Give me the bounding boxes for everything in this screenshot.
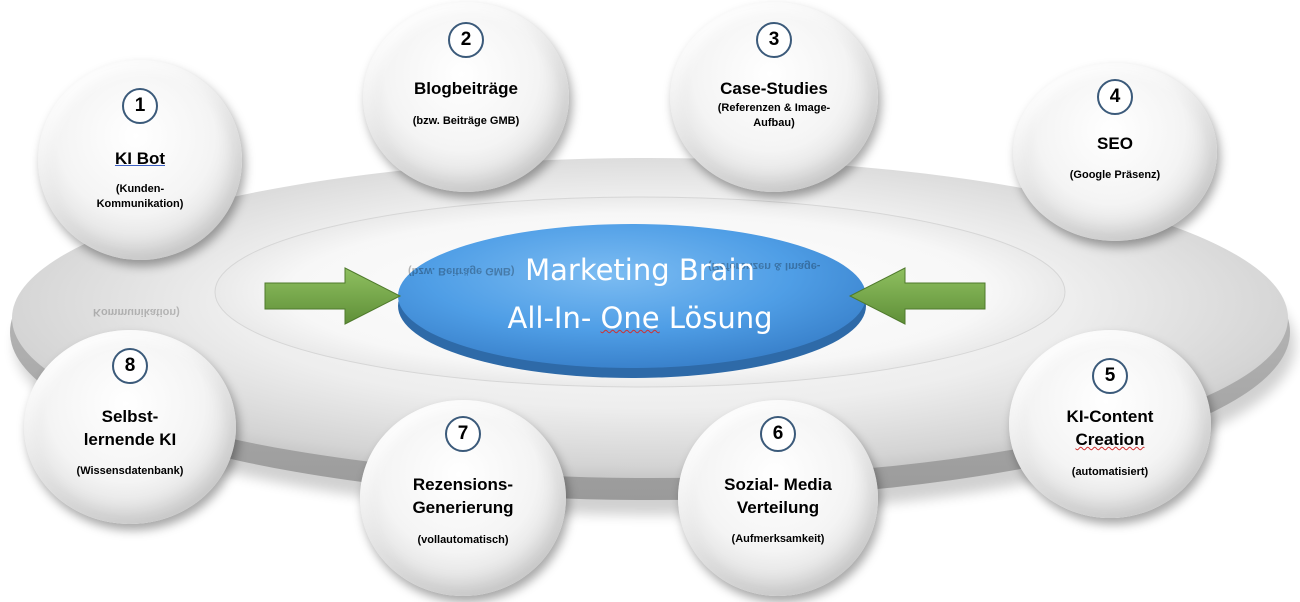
right-arrow-icon — [848, 267, 986, 325]
node-selbstlernende-ki: 8 Selbst- lernende KI (Wissensdatenbank) — [24, 330, 236, 524]
node-title-line1: Rezensions- — [412, 475, 514, 494]
node-number-badge: 7 — [445, 416, 481, 452]
center-title-line1: Marketing Brain — [525, 253, 755, 287]
center-disc — [398, 224, 866, 368]
node-subtitle-line1: (bzw. Beiträge GMB) — [412, 115, 520, 127]
node-subtitle-line1: (vollautomatisch) — [417, 534, 509, 546]
node-sozial-media-verteilung: 6 Sozial- Media Verteilung (Aufmerksamke… — [678, 400, 878, 596]
node-title: KI Bot — [114, 149, 166, 168]
node-title-line2-text: Creation — [1075, 430, 1145, 449]
node-number-badge: 5 — [1092, 358, 1128, 394]
node-seo: 4 SEO (Google Präsenz) — [1013, 63, 1217, 241]
reflection-text-left: Kommunikation) — [93, 306, 180, 318]
node-title-line1: Sozial- Media — [724, 475, 832, 494]
node-title: SEO — [1097, 134, 1133, 153]
node-title-line2: lernende KI — [83, 430, 177, 449]
node-number-badge: 6 — [760, 416, 796, 452]
node-subtitle-line1: (automatisiert) — [1071, 466, 1149, 478]
node-subtitle-line1: (Wissensdatenbank) — [76, 465, 184, 477]
node-title-line2: Creation — [1025, 429, 1195, 451]
node-title: Blogbeiträge — [414, 79, 518, 98]
node-subtitle-line1: (Google Präsenz) — [1069, 169, 1161, 181]
node-number-badge: 4 — [1097, 79, 1133, 115]
node-subtitle-line2: Aufbau) — [753, 117, 795, 129]
center-title-line2-suffix: Lösung — [659, 301, 773, 335]
node-ki-bot: 1 KI Bot (Kunden- Kommunikation) — [38, 60, 242, 260]
node-number-badge: 8 — [112, 348, 148, 384]
node-title-line2: Generierung — [412, 498, 514, 517]
node-ki-content-creation: 5 KI-Content Creation (automatisiert) — [1009, 330, 1211, 518]
center-title-line2-word: One — [600, 301, 660, 335]
center-title-line2: All-In- One Lösung — [440, 298, 840, 338]
node-title-line2: Verteilung — [736, 498, 820, 517]
node-title-line1: KI-Content — [1066, 407, 1154, 426]
node-blogbeitraege: 2 Blogbeiträge (bzw. Beiträge GMB) — [363, 2, 569, 192]
node-subtitle-line1: (Kunden- — [115, 183, 165, 195]
node-title: Case-Studies — [720, 79, 828, 98]
node-number-badge: 1 — [122, 88, 158, 124]
left-arrow-icon — [264, 267, 402, 325]
node-subtitle-line1: (Aufmerksamkeit) — [731, 533, 825, 545]
node-case-studies: 3 Case-Studies (Referenzen & Image- Aufb… — [670, 2, 878, 192]
node-number-badge: 3 — [756, 22, 792, 58]
node-number-badge: 2 — [448, 22, 484, 58]
node-title-line1: Selbst- — [101, 407, 159, 426]
center-title-line2-prefix: All-In- — [507, 301, 601, 335]
node-subtitle-line1: (Referenzen & Image- — [717, 102, 831, 114]
node-rezensions-generierung: 7 Rezensions- Generierung (vollautomatis… — [360, 400, 566, 596]
node-subtitle-line2: Kommunikation) — [96, 198, 184, 210]
